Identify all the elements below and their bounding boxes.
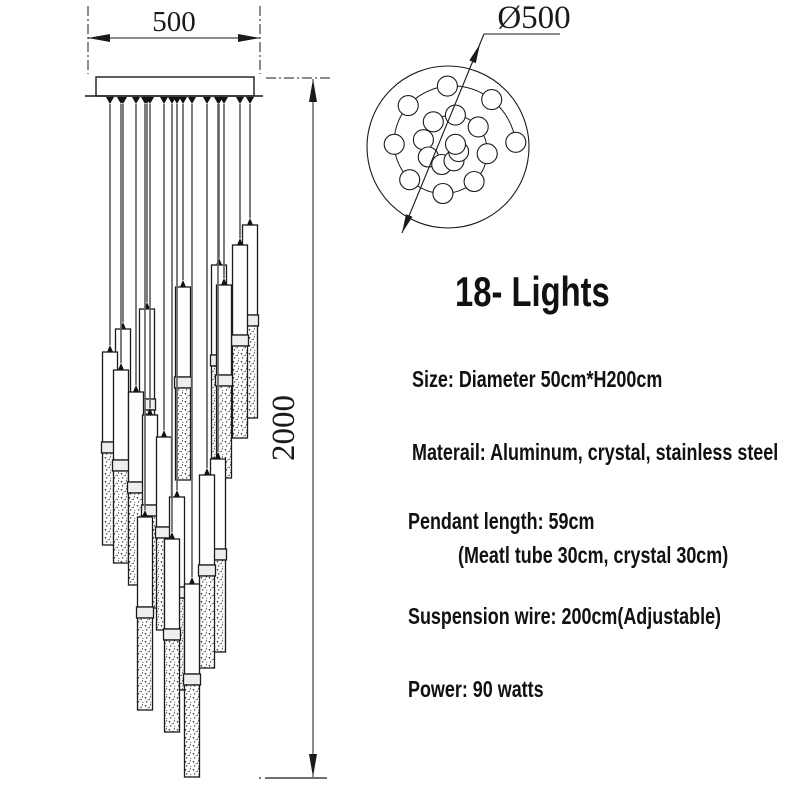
light-position-dot [444, 104, 466, 126]
pendant-cap-icon [118, 363, 124, 370]
crystal-tube [183, 684, 201, 778]
wire-connector-icon [188, 97, 196, 104]
wire-connector-icon [220, 97, 228, 104]
light-position-dot [383, 133, 405, 155]
light-position-dot [481, 89, 503, 111]
wire-connector-icon [203, 97, 211, 104]
pendant-cap-icon [169, 532, 175, 539]
light-position-dot [399, 169, 421, 191]
wire-connector-icon [179, 97, 187, 104]
metal-tube [112, 369, 130, 461]
height-dimension-label: 2000 [266, 395, 302, 461]
pendant-cap-icon [133, 385, 139, 392]
wire-connector-icon [132, 97, 140, 104]
ceiling-plate [95, 76, 255, 97]
top-view-drawing: Ø500 [366, 0, 571, 234]
spec-pendant-detail: (Meatl tube 30cm, crystal 30cm) [458, 542, 729, 568]
tube-connector-band [197, 564, 217, 577]
tube-connector-band [135, 606, 155, 619]
pendant-cap-icon [204, 468, 210, 475]
metal-tube [163, 538, 181, 630]
spec-power: Power: 90 watts [408, 676, 544, 702]
arrowhead-up-icon [309, 79, 317, 102]
wire-connector-icon [236, 97, 244, 104]
crystal-tube [163, 639, 181, 733]
pendant-group [100, 97, 260, 778]
pendant [162, 97, 182, 733]
crystal-tube [174, 387, 192, 481]
metal-tube [127, 391, 145, 483]
spec-material: Materail: Aluminum, crystal, stainless s… [412, 439, 779, 465]
diameter-line [401, 33, 485, 234]
spec-size: Size: Diameter 50cm*H200cm [412, 366, 663, 392]
light-position-dot [505, 131, 527, 153]
crystal-tube [231, 345, 249, 439]
width-dimension-label: 500 [152, 6, 196, 38]
pendant-cap-icon [174, 490, 180, 497]
wire-connector-icon [160, 97, 168, 104]
pendant [135, 97, 155, 711]
light-position-dot [476, 143, 498, 165]
metal-tube [198, 474, 216, 566]
ceiling-plate-outline [366, 65, 530, 229]
extension-dot [259, 777, 261, 779]
pendant-cap-icon [147, 408, 153, 415]
tube-connector-band [230, 334, 250, 347]
light-position-dot [444, 133, 467, 155]
wire-connector-icon [106, 97, 114, 104]
wire-connector-icon [168, 97, 176, 104]
crystal-tube [112, 470, 130, 564]
pendant-cap-icon [215, 452, 221, 459]
light-position-dot [422, 111, 444, 133]
pendant-cap-icon [142, 510, 148, 517]
tube-connector-band [111, 459, 131, 472]
pendant [197, 97, 217, 669]
arrowhead-right-icon [238, 34, 260, 42]
pendant-cap-icon [247, 218, 253, 225]
pendant [214, 97, 234, 479]
light-position-dot [463, 170, 485, 193]
arrowhead-left-icon [88, 34, 110, 42]
pendant-cap-icon [107, 345, 113, 352]
pendant-cap-icon [237, 238, 243, 245]
width-dimension: 500 [87, 6, 261, 74]
height-dimension: 2000 [259, 77, 330, 779]
tube-connector-band [162, 628, 182, 641]
pendant-cap-icon [180, 280, 186, 287]
light-position-dot [467, 116, 489, 138]
diameter-arrow-bottom-icon [402, 214, 413, 233]
crystal-tube [198, 575, 216, 669]
tube-connector-band [182, 673, 202, 686]
pendant [230, 97, 250, 439]
pendant-cap-icon [216, 258, 222, 265]
spec-pendant-length: Pendant length: 59cm [408, 508, 595, 534]
metal-tube [138, 308, 156, 400]
pendant [182, 97, 202, 778]
pendant-cap-icon [189, 577, 195, 584]
light-positions [383, 75, 527, 205]
light-position-dot [432, 182, 454, 205]
wire-connector-icon [117, 97, 125, 104]
pendant [173, 97, 193, 481]
wire-connector-icon [141, 97, 149, 104]
product-title: 18- Lights [455, 268, 610, 315]
side-view-drawing [85, 76, 263, 778]
metal-tube [136, 516, 154, 608]
diameter-arrow-top-icon [469, 44, 480, 64]
crystal-tube [136, 617, 154, 711]
arrowhead-down-icon [309, 754, 317, 777]
light-position-dot [436, 75, 458, 97]
wire-connector-icon [246, 97, 254, 104]
light-position-dot [397, 95, 419, 117]
diameter-dimension-label: Ø500 [497, 0, 570, 36]
pendant-cap-icon [221, 278, 227, 285]
metal-tube [183, 583, 201, 675]
spec-suspension-wire: Suspension wire: 200cm(Adjustable) [408, 603, 722, 629]
metal-tube [231, 244, 249, 336]
pendant-cap-icon [161, 430, 167, 437]
wire-connector-icon [214, 97, 222, 104]
